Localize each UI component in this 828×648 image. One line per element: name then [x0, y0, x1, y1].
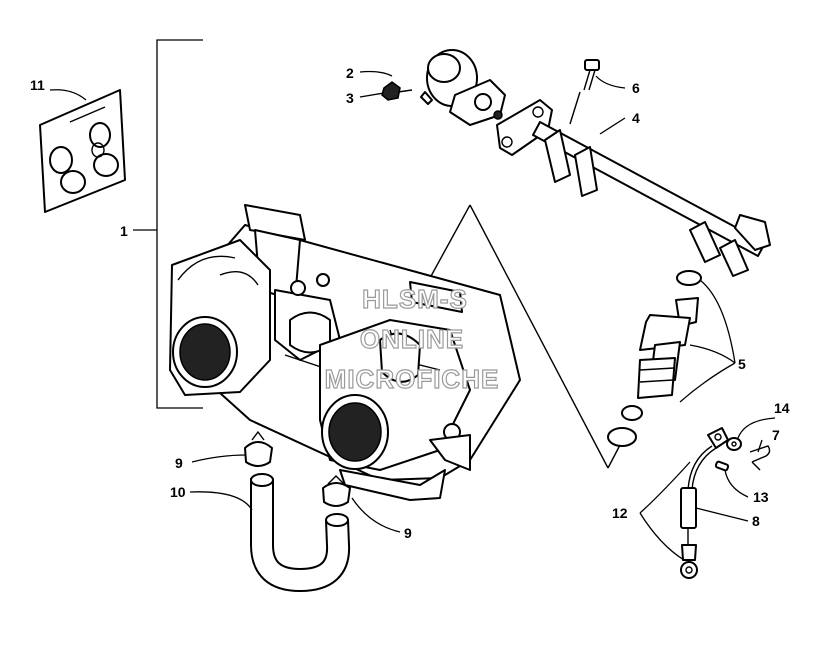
callout-5: 5: [738, 356, 746, 372]
fuel-rail: [496, 99, 771, 277]
callout-12: 12: [612, 505, 628, 521]
leader-lines: [49, 70, 776, 561]
callout-9-upper: 9: [175, 455, 183, 471]
callout-labels: 11 1 2 3 6 4 5 14 7 13 12 8 9 10 9: [30, 65, 790, 541]
clip-part-7: [749, 445, 771, 471]
pressure-regulator: [420, 49, 506, 126]
callout-9-lower: 9: [404, 525, 412, 541]
ground-wire: [680, 427, 729, 579]
oring-kit-card: [39, 89, 126, 213]
callout-11: 11: [30, 77, 45, 93]
watermark-line-1: HLSM-S: [362, 284, 468, 314]
callout-7: 7: [772, 427, 780, 443]
fuel-injector: [607, 270, 702, 447]
assembly-bracket: [133, 39, 203, 409]
pin-part-13: [714, 460, 730, 472]
callout-2: 2: [346, 65, 354, 81]
screw-part-3: [381, 81, 413, 101]
watermark: HLSM-S ONLINE MICROFICHE: [324, 283, 500, 394]
callout-14: 14: [774, 400, 790, 416]
watermark-line-2: ONLINE: [360, 324, 464, 354]
callout-8: 8: [752, 513, 760, 529]
bolt-part-6: [583, 59, 600, 91]
callout-10: 10: [170, 484, 186, 500]
hose-clamp-upper: [244, 430, 273, 467]
callout-3: 3: [346, 90, 354, 106]
watermark-line-3: MICROFICHE: [325, 364, 500, 394]
washer-part-14: [726, 437, 742, 451]
coolant-hose: [250, 473, 351, 593]
callout-13: 13: [753, 489, 769, 505]
callout-6: 6: [632, 80, 640, 96]
callout-1: 1: [120, 223, 128, 239]
callout-4: 4: [632, 110, 640, 126]
hose-clamp-lower: [322, 475, 351, 507]
